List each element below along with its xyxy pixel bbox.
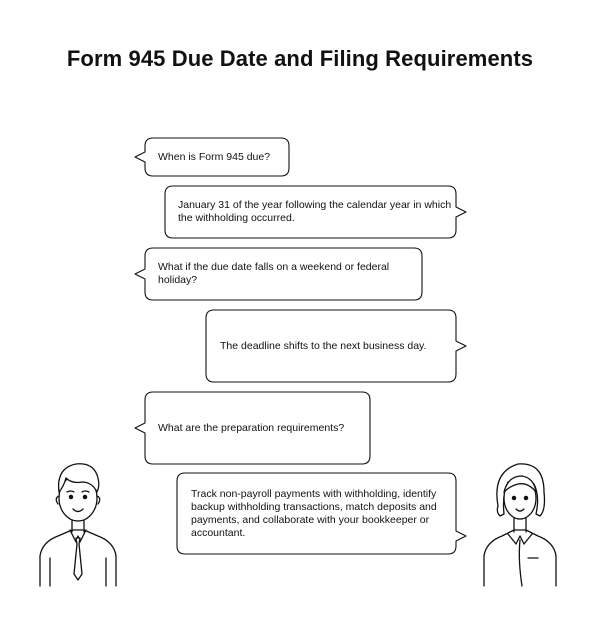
woman-icon [483, 463, 557, 587]
bubble-text-man-1: When is Form 945 due? [158, 150, 271, 163]
speech-bubble-woman-3 [176, 472, 467, 555]
bubble-text-man-2: What if the due date falls on a weekend … [158, 261, 390, 286]
bubble-text-man-3: What are the preparation requirements? [158, 421, 345, 434]
speech-bubble-man-3 [134, 391, 371, 465]
speech-bubble-woman-2 [205, 309, 467, 383]
man-with-tie-icon [39, 463, 117, 587]
bubble-text-woman-3: Track non-payroll payments with withhold… [191, 487, 437, 539]
bubble-text-woman-2: The deadline shifts to the next business… [220, 339, 427, 352]
speech-bubble-man-2 [134, 247, 423, 301]
diagram-title: Form 945 Due Date and Filing Requirement… [66, 46, 534, 71]
speech-bubble-man-1 [134, 137, 290, 177]
speech-bubble-woman-1 [164, 185, 467, 239]
bubble-text-woman-1: January 31 of the year following the cal… [178, 199, 452, 224]
